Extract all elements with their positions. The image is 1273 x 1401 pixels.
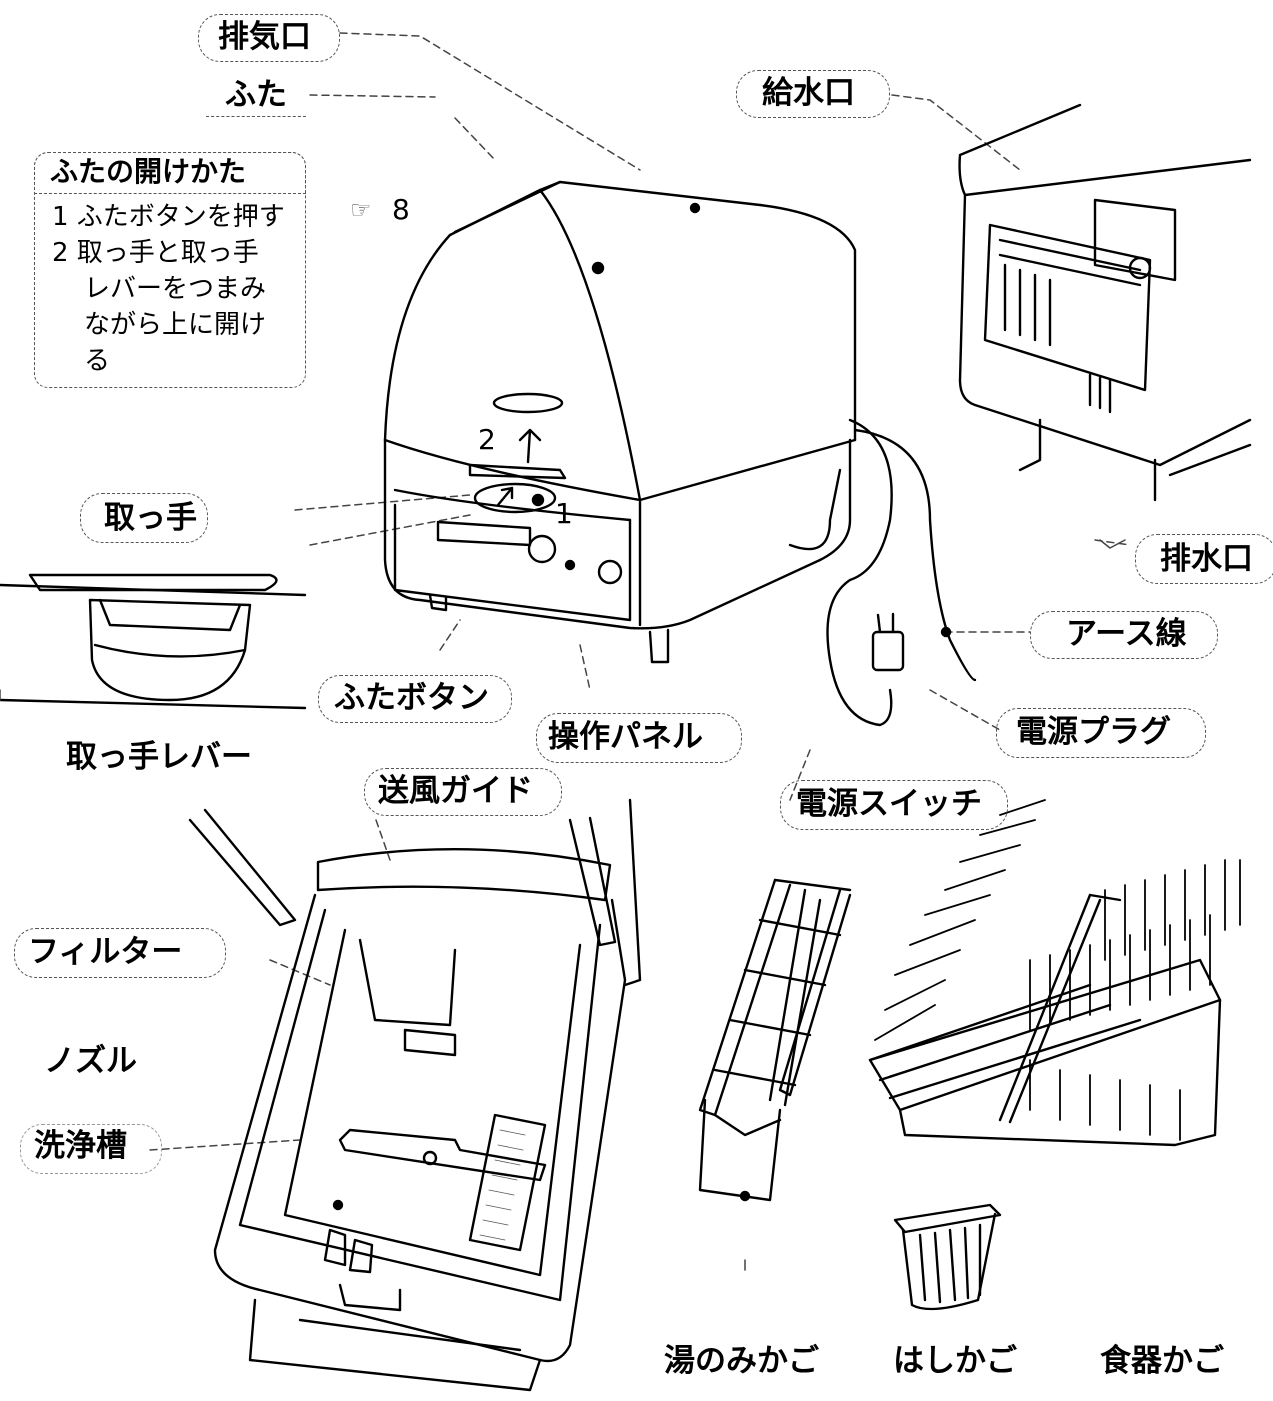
instruction-line-4: ながら上に開け <box>84 310 267 340</box>
pill-control-panel <box>536 713 742 763</box>
label-ground-wire: アース線 <box>1066 616 1187 652</box>
label-handle-lever: 取っ手レバー <box>66 739 252 775</box>
dishwasher-main-unit <box>383 180 857 664</box>
label-exhaust-port: 排気口 <box>218 19 311 55</box>
instructions-title-box <box>34 152 306 194</box>
step-marker-1: 1 <box>555 497 573 530</box>
pill-drain-port <box>1135 534 1273 584</box>
label-chopstick-basket: はしかご <box>893 1343 1017 1379</box>
pill-ground-wire <box>1030 611 1218 659</box>
cup-basket-drawing <box>698 878 852 1202</box>
label-control-panel: 操作パネル <box>548 719 703 755</box>
instruction-line-1: 1 ふたボタンを押す <box>52 202 285 232</box>
label-wash-tub: 洗浄槽 <box>34 1128 127 1164</box>
pill-water-inlet <box>736 70 890 118</box>
label-power-switch: 電源スイッチ <box>796 786 982 822</box>
label-lid-button: ふたボタン <box>334 680 489 716</box>
open-wash-tub <box>188 798 642 1392</box>
underline-lid <box>206 74 306 117</box>
instruction-line-5: る <box>84 346 111 376</box>
label-power-plug: 電源プラグ <box>1016 714 1171 750</box>
pill-air-guide <box>364 768 562 816</box>
label-lid: ふた <box>225 77 287 113</box>
label-cup-basket: 湯のみかご <box>664 1343 819 1379</box>
pill-exhaust-port <box>198 14 340 62</box>
filter-mesh <box>479 1129 526 1241</box>
rear-view <box>958 103 1252 502</box>
chopstick-basket-drawing <box>893 1203 1002 1311</box>
label-nozzle: ノズル <box>44 1043 137 1079</box>
label-handle: 取っ手 <box>104 500 197 536</box>
pill-lid-button <box>318 675 512 723</box>
label-dish-basket: 食器かご <box>1100 1343 1224 1379</box>
handle-closeup <box>0 573 307 710</box>
label-water-inlet: 給水口 <box>762 75 855 111</box>
instructions-title: ふたの開けかた <box>50 155 247 188</box>
reference-arrow-icon: ☞ <box>350 196 372 224</box>
pill-power-switch <box>780 780 1008 830</box>
dish-basket-drawing <box>868 893 1222 1147</box>
pill-wash-tub <box>20 1124 162 1174</box>
pill-power-plug <box>996 708 1206 758</box>
step-marker-2: 2 <box>478 423 496 456</box>
instruction-line-2: 2 取っ手と取っ手 <box>52 238 259 268</box>
pill-filter <box>14 928 226 978</box>
label-drain-port: 排水口 <box>1160 541 1253 577</box>
instruction-line-3: レバーをつまみ <box>84 274 267 304</box>
power-cord <box>826 418 977 727</box>
margin-marks <box>0 539 1126 1271</box>
dish-basket-tines <box>874 799 1241 1141</box>
leader-lines <box>149 32 1131 1151</box>
pill-handle <box>80 493 208 543</box>
label-filter: フィルター <box>28 934 183 970</box>
label-air-guide: 送風ガイド <box>378 773 533 809</box>
reference-page-number: 8 <box>392 193 410 226</box>
